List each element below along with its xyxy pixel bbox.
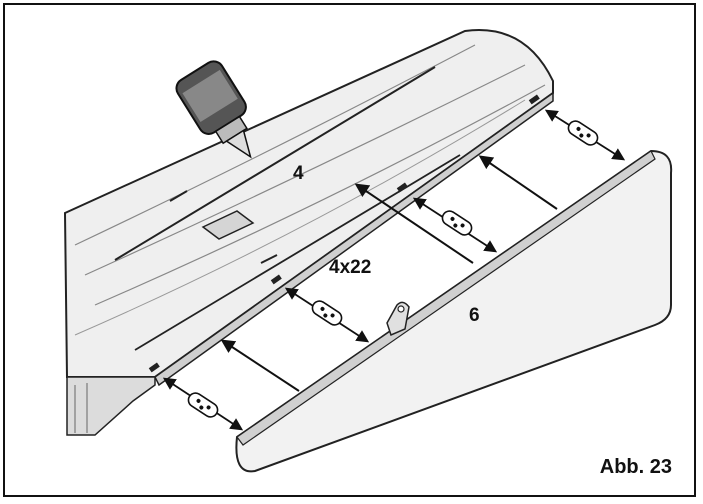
hinge-3 [412,197,498,253]
glue-bottle-icon [175,60,252,159]
assembly-illustration: 4 4x22 6 [63,29,673,473]
direction-arrows [220,155,558,392]
hinge-1 [162,377,244,431]
hinge-2 [284,287,370,343]
figure-caption: Abb. 23 [599,456,672,478]
label-aileron: 6 [469,305,480,326]
hinge-4 [544,109,626,161]
wing-panel [63,29,554,436]
label-wing: 4 [293,163,304,184]
label-hinges: 4x22 [329,257,371,278]
figure-frame: 4 4x22 6 Abb. 23 [3,3,696,497]
aileron-panel [235,149,673,473]
